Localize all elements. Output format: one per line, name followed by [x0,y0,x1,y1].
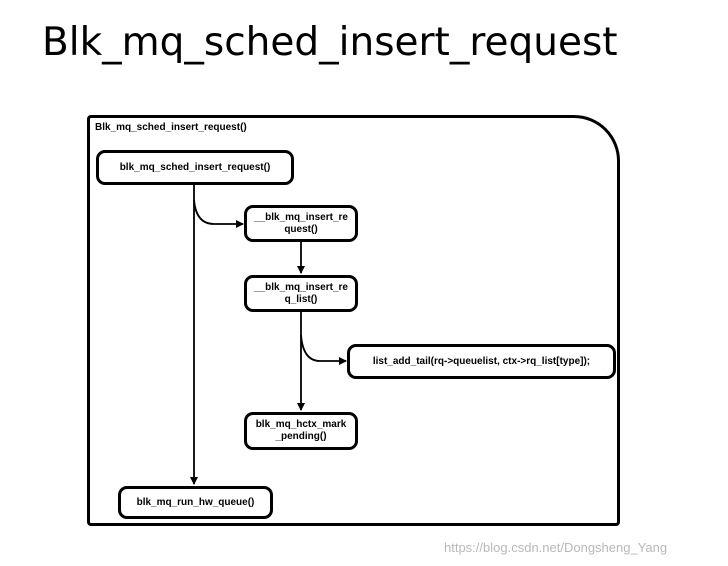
node-blk-mq-sched-insert-request: blk_mq_sched_insert_request() [96,150,294,185]
frame-label: Blk_mq_sched_insert_request() [95,122,247,133]
node-blk-mq-insert-rq-list: __blk_mq_insert_re q_list() [244,275,358,312]
watermark: https://blog.csdn.net/Dongsheng_Yang [444,540,668,555]
function-frame [87,115,620,526]
edge-rq-list-to-list-add-tail [300,334,347,365]
node-list-add-tail: list_add_tail(rq->queuelist, ctx->rq_lis… [347,344,616,379]
slide-title: Blk_mq_sched_insert_request [42,20,618,65]
node-blk-mq-insert-request: __blk_mq_insert_re quest() [244,205,358,242]
edge-sched-to-insert-request [193,199,244,228]
node-blk-mq-run-hw-queue: blk_mq_run_hw_queue() [118,486,273,519]
node-blk-mq-hctx-mark-pending: blk_mq_hctx_mark _pending() [244,412,358,450]
